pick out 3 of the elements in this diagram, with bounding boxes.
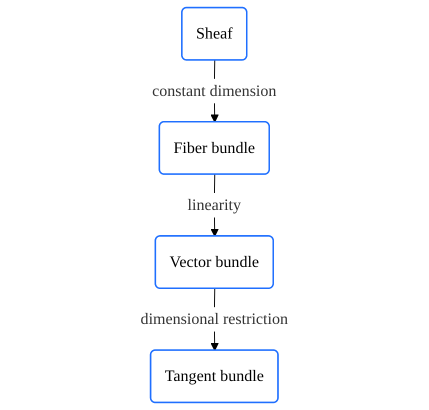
- edge-label: dimensional restriction: [140, 310, 288, 328]
- edge-label: constant dimension: [152, 82, 277, 100]
- edge-label: linearity: [188, 196, 242, 214]
